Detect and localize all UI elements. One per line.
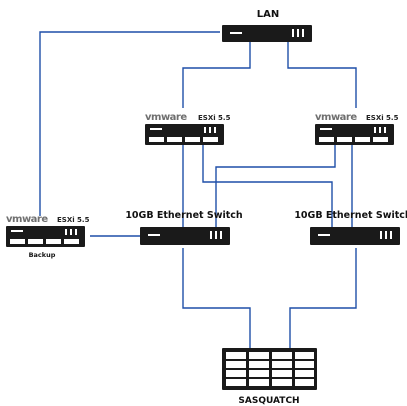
lan-label: LAN	[257, 9, 279, 20]
wire-host2-switch1	[215, 145, 336, 227]
connections	[39, 31, 357, 348]
esxi-host-1: vmware ESXi 5.5	[145, 112, 231, 145]
storage-sasquatch: SASQUATCH	[222, 348, 317, 406]
ethernet-switch-2: 10GB Ethernet Switch	[294, 210, 407, 245]
vmware-logo-2: vmware	[315, 112, 357, 123]
vmware-logo-1: vmware	[145, 112, 187, 123]
esxi-host-backup: vmware ESXi 5.5 Backup	[6, 214, 90, 259]
wire-lan-backup	[39, 31, 220, 216]
storage-array-icon	[222, 348, 317, 390]
backup-caption: Backup	[29, 251, 56, 259]
backup-host-version: ESXi 5.5	[57, 216, 90, 224]
esxi-host-2: vmware ESXi 5.5	[315, 112, 399, 145]
wire-lan-host1	[182, 42, 251, 108]
network-switch-icon	[140, 227, 230, 245]
wire-switch2-storage	[289, 248, 357, 348]
wire-host1-switch2	[202, 145, 333, 227]
server-icon	[6, 226, 85, 247]
wire-lan-host2	[287, 42, 357, 108]
network-switch-icon	[310, 227, 400, 245]
network-switch-icon	[222, 25, 312, 42]
switch-2-label: 10GB Ethernet Switch	[294, 210, 407, 221]
server-icon	[315, 124, 394, 145]
ethernet-switch-1: 10GB Ethernet Switch	[125, 210, 243, 245]
wire-switch1-storage	[182, 248, 251, 348]
host-2-version: ESXi 5.5	[366, 114, 399, 122]
host-1-version: ESXi 5.5	[198, 114, 231, 122]
vmware-logo-backup: vmware	[6, 214, 48, 225]
server-icon	[145, 124, 224, 145]
switch-1-label: 10GB Ethernet Switch	[125, 210, 243, 221]
lan-switch: LAN	[222, 9, 312, 42]
storage-label: SASQUATCH	[238, 396, 299, 406]
